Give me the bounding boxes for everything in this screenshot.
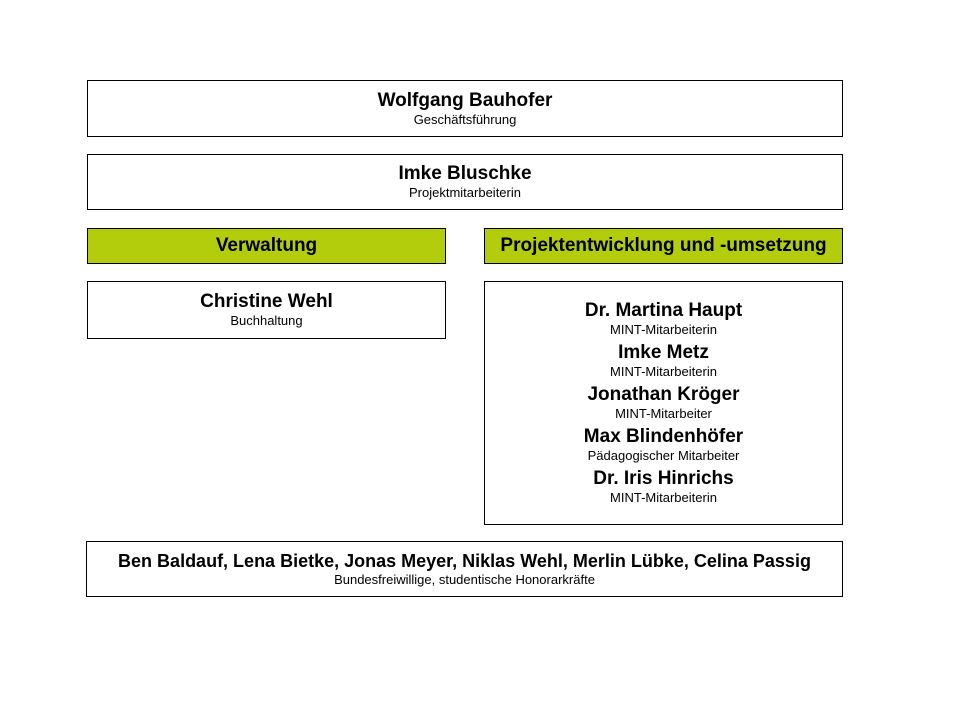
projektentwicklung-members-box: Dr. Martina Haupt MINT-Mitarbeiterin Imk…: [484, 281, 843, 525]
member-name: Dr. Martina Haupt: [584, 300, 743, 321]
member-name: Christine Wehl: [200, 291, 333, 312]
member-christine-wehl: Christine Wehl Buchhaltung: [200, 291, 333, 329]
volunteers-box: Ben Baldauf, Lena Bietke, Jonas Meyer, N…: [86, 541, 843, 597]
project-staff-name: Imke Bluschke: [398, 163, 532, 184]
volunteers-role: Bundesfreiwillige, studentische Honorark…: [334, 572, 595, 587]
member-iris-hinrichs: Dr. Iris Hinrichs MINT-Mitarbeiterin: [593, 468, 733, 506]
project-staff-box: Imke Bluschke Projektmitarbeiterin: [87, 154, 843, 210]
member-role: Pädagogischer Mitarbeiter: [587, 448, 740, 463]
member-role: MINT-Mitarbeiterin: [610, 364, 717, 379]
volunteers-names: Ben Baldauf, Lena Bietke, Jonas Meyer, N…: [118, 551, 811, 571]
project-staff-role: Projektmitarbeiterin: [409, 185, 521, 200]
member-martina-haupt: Dr. Martina Haupt MINT-Mitarbeiterin: [585, 300, 742, 338]
member-jonathan-kroeger: Jonathan Kröger MINT-Mitarbeiter: [587, 384, 739, 422]
member-role: MINT-Mitarbeiter: [615, 406, 712, 421]
member-name: Imke Metz: [618, 342, 709, 363]
members-list: Dr. Martina Haupt MINT-Mitarbeiterin Imk…: [584, 300, 743, 506]
member-max-blindenhoefer: Max Blindenhöfer Pädagogischer Mitarbeit…: [584, 426, 743, 464]
member-role: MINT-Mitarbeiterin: [610, 322, 717, 337]
management-name: Wolfgang Bauhofer: [377, 89, 553, 111]
member-name: Dr. Iris Hinrichs: [593, 468, 734, 489]
verwaltung-members-box: Christine Wehl Buchhaltung: [87, 281, 446, 339]
member-role: MINT-Mitarbeiterin: [610, 490, 717, 505]
management-role: Geschäftsführung: [413, 111, 517, 127]
member-role: Buchhaltung: [230, 313, 303, 328]
member-name: Max Blindenhöfer: [583, 426, 744, 447]
management-box: Wolfgang Bauhofer Geschäftsführung: [87, 80, 843, 137]
member-imke-metz: Imke Metz MINT-Mitarbeiterin: [610, 342, 717, 380]
department-header-projektentwicklung: Projektentwicklung und -umsetzung: [484, 228, 843, 264]
department-header-verwaltung: Verwaltung: [87, 228, 446, 264]
member-name: Jonathan Kröger: [587, 384, 740, 405]
